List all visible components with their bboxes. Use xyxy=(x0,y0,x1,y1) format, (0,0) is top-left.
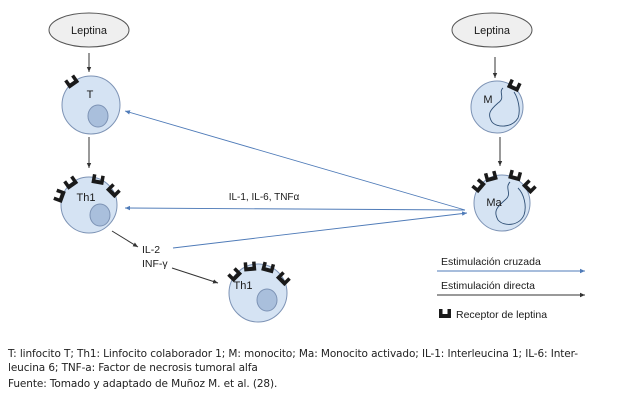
nucleus xyxy=(495,181,526,225)
caption-abbreviations: T: linfocito T; Th1: Linfocito colaborad… xyxy=(8,348,578,360)
th1-cell-bottom: Th1 xyxy=(227,261,291,323)
th1-cell-top: Th1 xyxy=(53,174,121,234)
arrow-th1-to-il2 xyxy=(111,230,139,248)
nucleus xyxy=(256,288,278,312)
legend: Estimulación cruzada Estimulación direct… xyxy=(437,256,585,321)
activated-monocyte-cell: Ma xyxy=(471,169,537,232)
leptin-immune-diagram: Leptina T Th1 IL-2 INF-γ Th1 Leptina xyxy=(48,12,585,323)
arrow-ma-to-th1 xyxy=(124,205,466,211)
cell-label: Th1 xyxy=(77,192,96,204)
legend-direct-label: Estimulación directa xyxy=(441,280,535,292)
leptin-label: Leptina xyxy=(474,25,511,37)
arrow-th1-to-ma xyxy=(172,211,468,249)
legend-cross-label: Estimulación cruzada xyxy=(441,256,541,268)
leptin-node-right: Leptina xyxy=(451,12,533,48)
arrow-infg-to-th1 xyxy=(171,267,219,284)
leptin-receptor-icon xyxy=(439,309,451,318)
monocyte-cell: M xyxy=(470,78,524,134)
caption-source: Fuente: Tomado y adaptado de Muñoz M. et… xyxy=(8,378,278,390)
t-cell: T xyxy=(61,74,121,135)
legend-receptor-label: Receptor de leptina xyxy=(456,309,547,321)
infg-label: INF-γ xyxy=(142,258,168,270)
arrow-ma-to-t xyxy=(124,110,466,211)
il2-label: IL-2 xyxy=(142,244,160,256)
cell-label: Ma xyxy=(486,197,502,209)
cell-label: T xyxy=(87,89,94,101)
leptin-node-left: Leptina xyxy=(48,12,130,48)
cytokines-label: IL-1, IL-6, TNFα xyxy=(229,192,300,203)
nucleus xyxy=(89,203,111,227)
caption-abbreviations-cont: leucina 6; TNF-a: Factor de necrosis tum… xyxy=(8,362,258,374)
nucleus xyxy=(87,104,109,128)
cell-label: M xyxy=(483,94,492,106)
nucleus xyxy=(489,87,520,127)
cell-label: Th1 xyxy=(234,280,253,292)
leptin-label: Leptina xyxy=(71,25,108,37)
